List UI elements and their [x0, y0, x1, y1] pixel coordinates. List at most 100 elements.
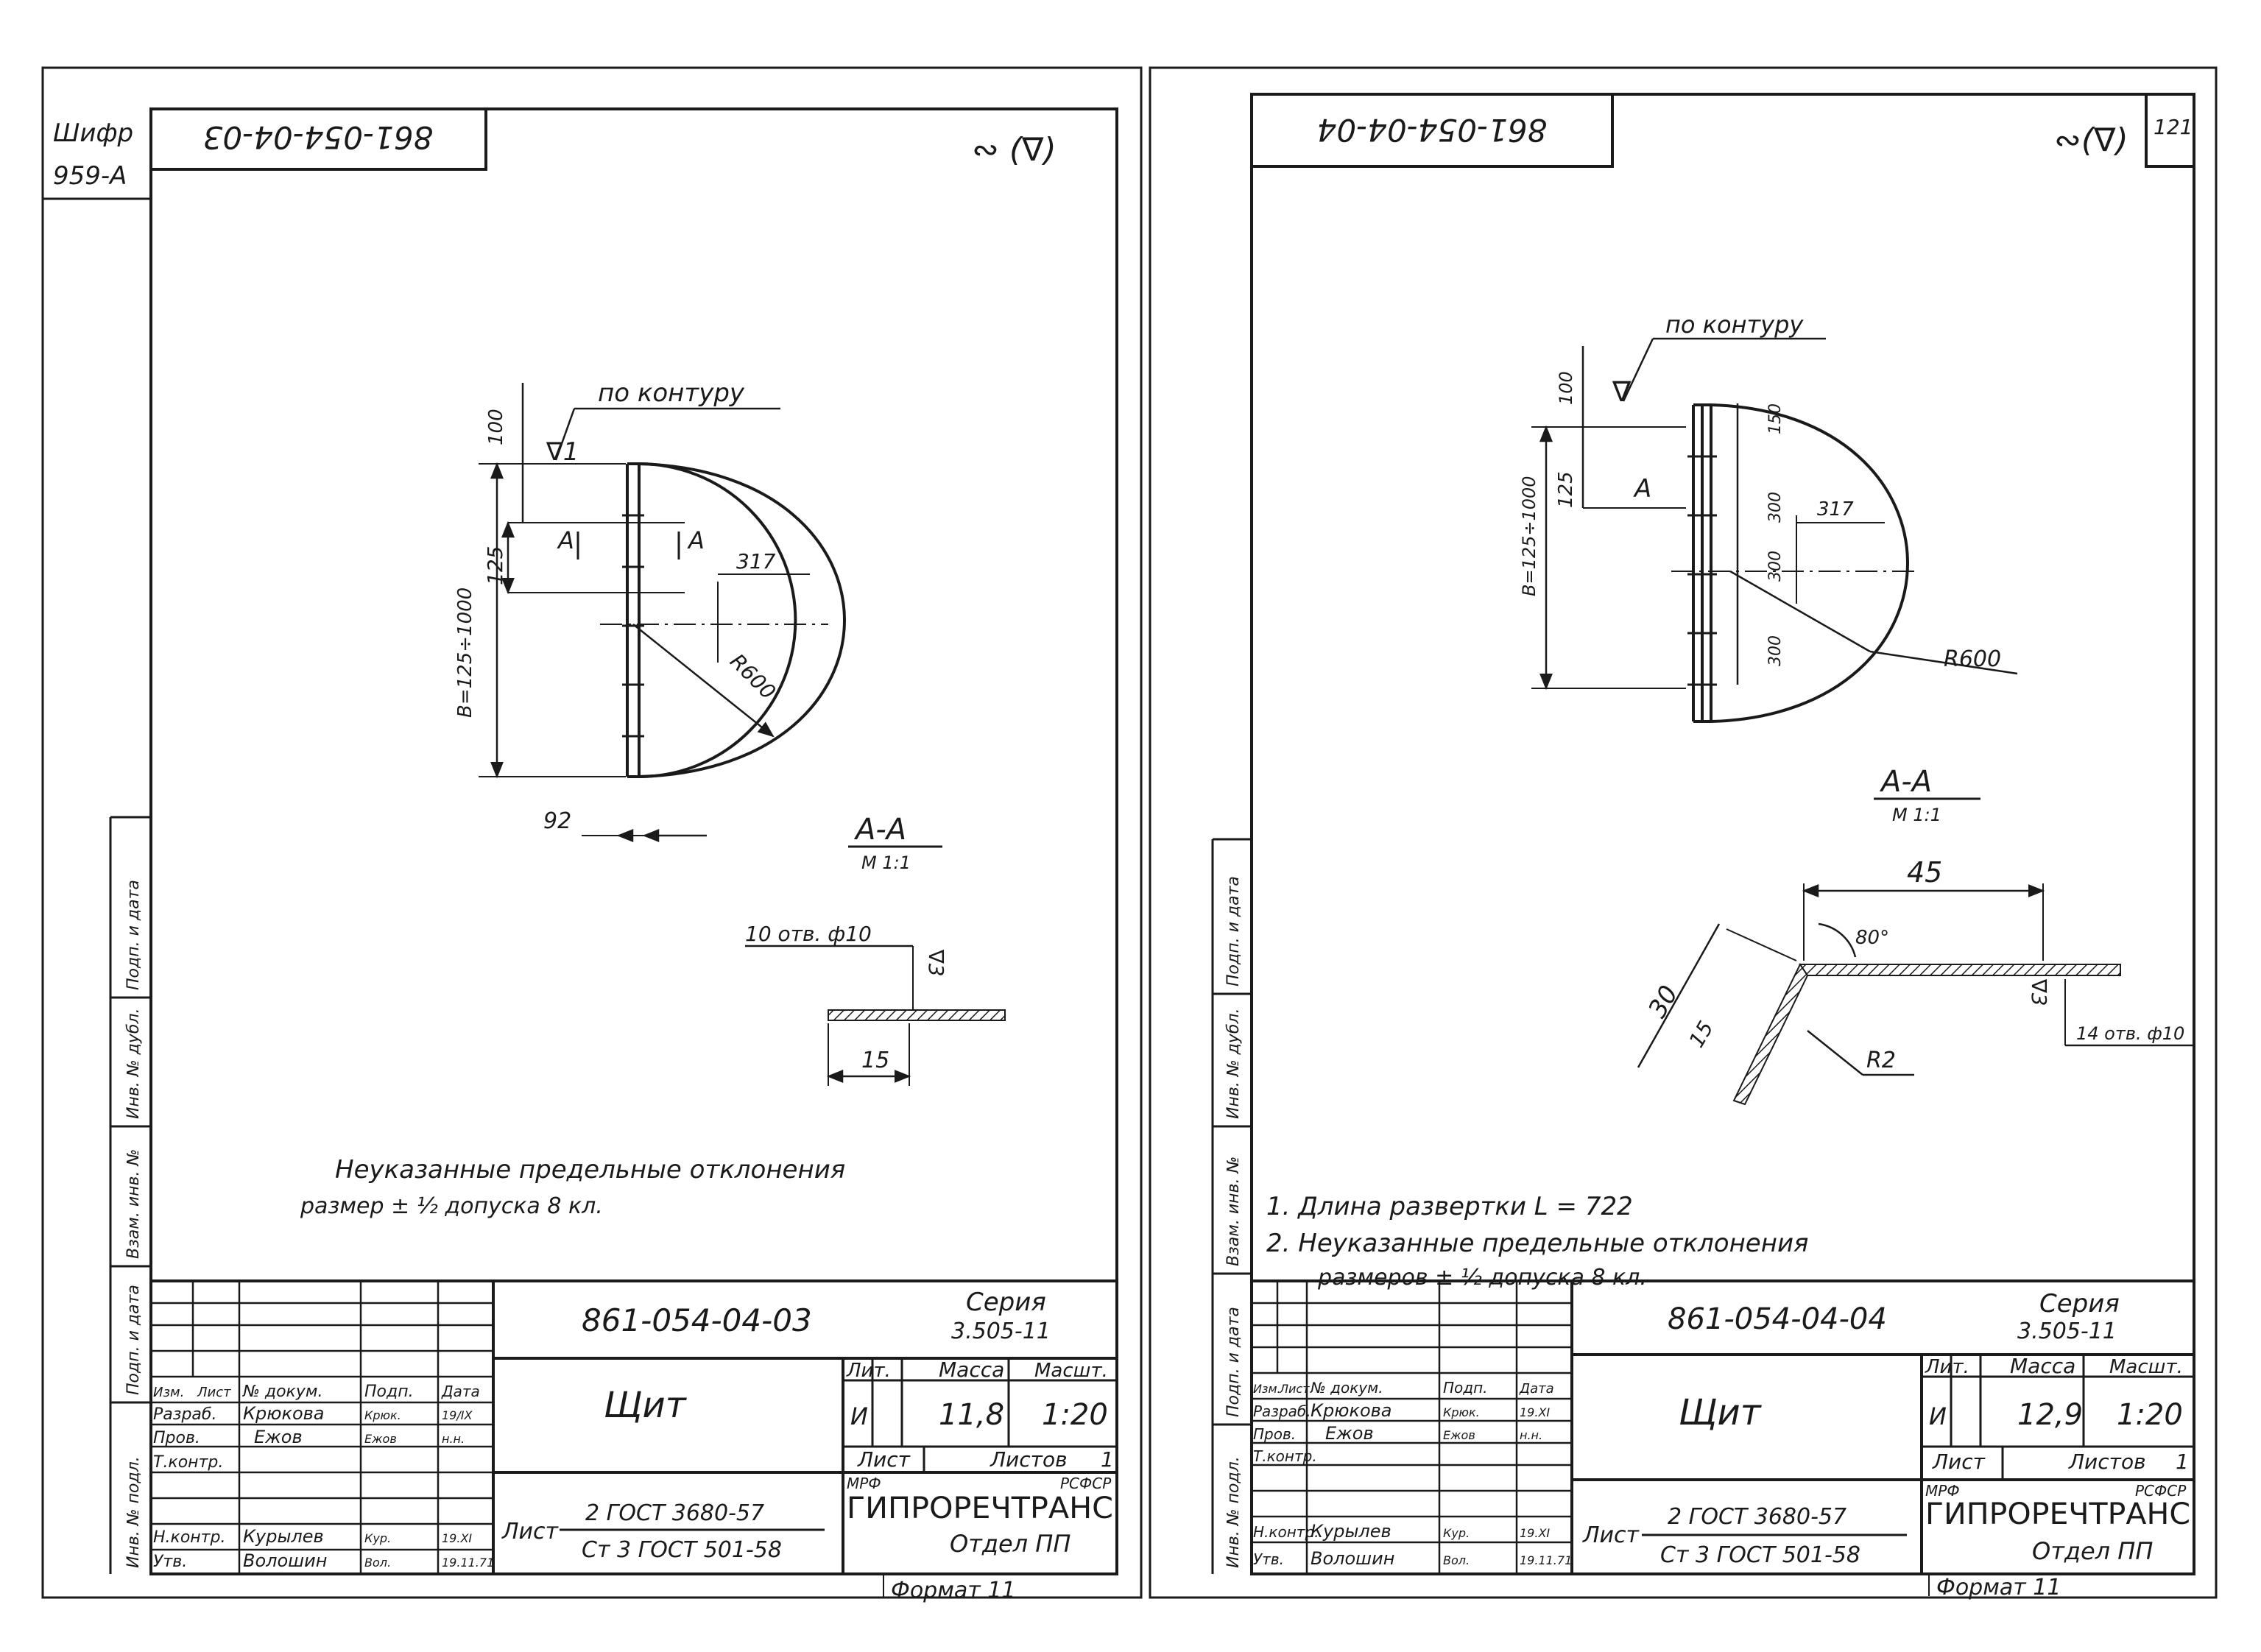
left-row-date-0: 19/IX: [442, 1408, 473, 1422]
right-row-date-4: 19.11.71: [1520, 1553, 1572, 1567]
left-row-date-3: 19.XI: [442, 1531, 472, 1545]
left-section-aa: A-A M 1:1 10 отв. ф10 ∇3 15: [745, 813, 1006, 1086]
right-row-sign-4: Вол.: [1443, 1553, 1470, 1567]
left-section-scale: M 1:1: [861, 853, 911, 873]
right-row-person-0: Крюкова: [1311, 1400, 1392, 1421]
left-sheet: Шифр 959-A Инв. № подл. Подп. и дата Вза…: [43, 107, 1118, 1603]
right-row-sign-3: Кур.: [1443, 1526, 1470, 1540]
right-row-role-0: Разраб.: [1253, 1402, 1311, 1420]
right-section-scale: M 1:1: [1892, 805, 1941, 825]
left-row-date-4: 19.11.71: [442, 1556, 494, 1570]
right-section-45: 45: [1907, 856, 1942, 889]
right-code-flipped: 861-054-04-04: [1317, 112, 1548, 148]
left-hdr-list: Лист: [197, 1385, 231, 1400]
left-row-person-0: Крюкова: [243, 1403, 325, 1424]
left-dim-125: 125: [483, 546, 507, 585]
right-title-block: [1252, 1279, 2194, 1574]
left-hdr-data: Дата: [441, 1383, 480, 1400]
r-side-stamp-podp2: Подп. и дата: [1224, 876, 1243, 986]
left-row-sign-4: Вол.: [364, 1556, 391, 1570]
right-row-date-1: н.н.: [1520, 1428, 1542, 1442]
left-row-role-4: Утв.: [153, 1553, 187, 1571]
left-sheet-outer-frame: [41, 66, 1143, 1599]
right-dept: Отдел ПП: [2032, 1537, 2153, 1565]
left-dim-b-range: B=125÷1000: [454, 587, 476, 718]
right-series-label: Серия: [2039, 1289, 2120, 1319]
right-row-role-4: Утв.: [1253, 1550, 1284, 1568]
left-material-top: 2 ГОСТ 3680-57: [585, 1500, 764, 1526]
left-dim-100: 100: [485, 409, 507, 445]
right-lists-label: Листов: [2068, 1450, 2146, 1474]
left-doc-code: 861-054-04-03: [582, 1302, 812, 1338]
right-signature-rows: Разраб. Крюкова Крюк. 19.XI Пров. Ежов Е…: [1253, 1400, 1572, 1569]
right-hdr-data: Дата: [1519, 1381, 1554, 1397]
right-format: Формат 11: [1936, 1575, 2061, 1600]
right-row-role-3: Н.контр.: [1253, 1523, 1319, 1541]
left-series-label: Серия: [966, 1288, 1046, 1317]
right-lit: И: [1929, 1402, 1947, 1430]
right-list-label: Лист: [1932, 1450, 1986, 1474]
right-section-r2: R2: [1866, 1048, 1896, 1073]
left-section-rough: ∇3: [924, 949, 948, 977]
left-roughness-mark: ∇1: [546, 437, 579, 467]
left-row-date-1: н.н.: [442, 1432, 465, 1446]
right-section-holes: 14 отв. ф10: [2076, 1023, 2184, 1044]
left-mass-label: Масса: [939, 1358, 1004, 1382]
right-row-role-2: Т.контр.: [1253, 1447, 1317, 1465]
left-row-person-4: Волошин: [243, 1550, 327, 1571]
left-note-1: Неуказанные предельные отклонения: [335, 1155, 845, 1185]
left-section-holes: 10 отв. ф10: [745, 922, 872, 946]
right-section-30: 30: [1643, 981, 1684, 1023]
right-note-3: размеров ± ½ допуска 8 кл.: [1317, 1265, 1647, 1291]
left-section-a2: A: [687, 526, 705, 554]
right-note-1: 1. Длина развертки L = 722: [1266, 1192, 1633, 1221]
left-part-view: по контуру ∇1 100 125 B=125÷1000 A A 317…: [454, 378, 846, 842]
left-hdr-ndoc: № докум.: [242, 1383, 322, 1401]
right-note-2: 2. Неуказанные предельные отклонения: [1266, 1229, 1809, 1258]
side-stamp-inv: Инв. № подл.: [124, 1456, 143, 1568]
right-org-small-right: РСФСР: [2135, 1482, 2187, 1500]
right-mass: 12,9: [2017, 1398, 2083, 1432]
right-section-angle: 80°: [1855, 927, 1889, 949]
left-signature-rows: Разраб. Крюкова Крюк. 19/IX Пров. Ежов Е…: [153, 1403, 494, 1571]
left-list-label: Лист: [857, 1447, 911, 1472]
side-stamp-podp2: Подп. и дата: [124, 880, 143, 990]
left-org: ГИПРОРЕЧТРАНС: [847, 1492, 1113, 1525]
left-dim-317: 317: [736, 549, 776, 573]
right-row-date-0: 19.XI: [1520, 1405, 1550, 1419]
right-dim-317: 317: [1817, 498, 1854, 520]
r-side-stamp-dubl: Инв. № дубл.: [1224, 1008, 1243, 1119]
left-row-role-3: Н.контр.: [153, 1528, 225, 1547]
left-row-sign-3: Кур.: [364, 1531, 391, 1545]
left-row-person-1: Ежов: [254, 1427, 303, 1447]
left-title-block: [151, 1279, 1117, 1574]
left-hdr-izm: Изм.: [153, 1385, 184, 1400]
right-dim-300b: 300: [1766, 551, 1785, 582]
right-lit-label: Лит.: [1925, 1356, 1969, 1378]
r-side-stamp-vzam: Взам. инв. №: [1224, 1157, 1243, 1266]
right-org: ГИПРОРЕЧТРАНС: [1925, 1497, 2190, 1531]
right-series: 3.505-11: [2017, 1319, 2117, 1344]
left-section-title: A-A: [853, 813, 906, 847]
left-roughness-sign: ∾ (∇): [972, 131, 1057, 169]
right-sheet: Инв. № подл. Подп. и дата Взам. инв. № И…: [1211, 93, 2195, 1600]
left-section-a1: A: [557, 526, 574, 554]
right-hdr-ndoc: № докум.: [1310, 1379, 1383, 1397]
right-row-sign-0: Крюк.: [1443, 1405, 1480, 1419]
right-section-a: A: [1633, 474, 1651, 504]
left-org-small-left: МРФ: [847, 1475, 881, 1492]
left-mass: 11,8: [939, 1398, 1004, 1432]
left-material-bottom: Ст 3 ГОСТ 501-58: [582, 1537, 782, 1563]
side-stamp-vzam: Взам. инв. №: [124, 1149, 143, 1259]
right-dim-radius: R600: [1944, 646, 2001, 672]
side-stamp-podp: Подп. и дата: [124, 1285, 143, 1395]
left-row-role-2: Т.контр.: [153, 1453, 223, 1472]
left-material-label: Лист: [501, 1519, 560, 1545]
right-roughness-sign: ∾(∇): [2054, 121, 2128, 159]
right-row-person-1: Ежов: [1325, 1423, 1374, 1444]
left-scale-label: Масшт.: [1034, 1360, 1108, 1382]
right-dim-b-range: B=125÷1000: [1519, 476, 1539, 596]
r-side-stamp-podp: Подп. и дата: [1224, 1307, 1243, 1417]
left-contour-label: по контуру: [598, 378, 745, 408]
